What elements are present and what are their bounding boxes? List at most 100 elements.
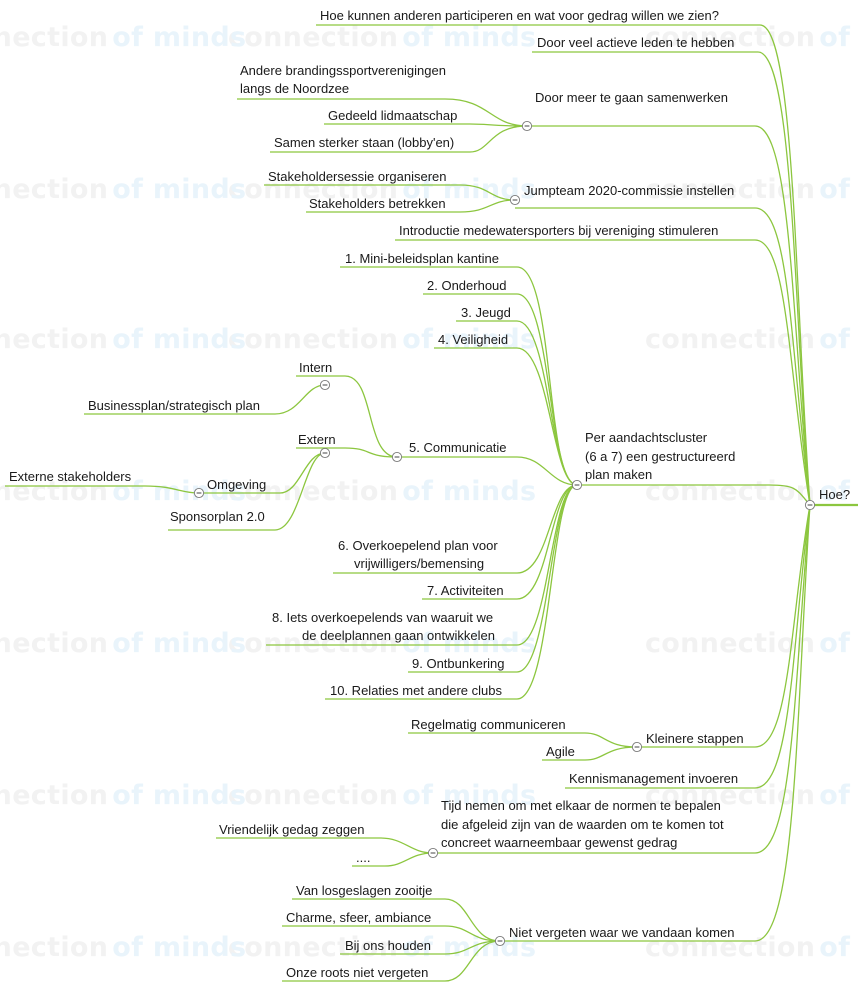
collapse-minus-icon[interactable] bbox=[509, 194, 521, 206]
node-norms-line1[interactable]: Tijd nemen om met elkaar de normen te be… bbox=[441, 798, 721, 813]
node-stakeholder-session[interactable]: Stakeholdersessie organiseren bbox=[268, 169, 447, 184]
node-stronger-together[interactable]: Samen sterker staan (lobby'en) bbox=[274, 135, 454, 150]
collapse-toggles bbox=[193, 120, 816, 947]
node-knowledge-mgmt[interactable]: Kennismanagement invoeren bbox=[569, 771, 738, 786]
node-stakeholders-involve[interactable]: Stakeholders betrekken bbox=[309, 196, 446, 211]
node-c7[interactable]: 7. Activiteiten bbox=[427, 583, 504, 598]
root-node[interactable]: Hoe? bbox=[819, 487, 850, 502]
node-jumpteam[interactable]: Jumpteam 2020-commissie instellen bbox=[524, 183, 734, 198]
node-collaborate[interactable]: Door meer te gaan samenwerken bbox=[535, 90, 728, 105]
branch-keep bbox=[340, 940, 501, 955]
node-branding-line2[interactable]: langs de Noordzee bbox=[240, 81, 349, 96]
node-c6-line2[interactable]: vrijwilligers/bemensing bbox=[354, 556, 484, 571]
node-charm[interactable]: Charme, sfeer, ambiance bbox=[286, 910, 431, 925]
branch-shared-membership bbox=[324, 123, 528, 127]
branch-intro bbox=[395, 239, 811, 506]
branch-extern bbox=[296, 447, 398, 458]
branch-sponsorplan bbox=[168, 452, 326, 531]
node-ellipsis[interactable]: .... bbox=[356, 850, 370, 865]
branch-roots bbox=[282, 940, 501, 982]
branch-jumpteam bbox=[515, 207, 811, 506]
node-businessplan[interactable]: Businessplan/strategisch plan bbox=[88, 398, 260, 413]
node-branding-line1[interactable]: Andere brandingssportverenigingen bbox=[240, 63, 446, 78]
node-c6-line1[interactable]: 6. Overkoepelend plan voor bbox=[338, 538, 498, 553]
node-extern[interactable]: Extern bbox=[298, 432, 336, 447]
node-c2[interactable]: 2. Onderhoud bbox=[427, 278, 507, 293]
branch-lines bbox=[5, 24, 858, 982]
node-labels: Hoe? Hoe kunnen anderen participeren en … bbox=[9, 8, 850, 980]
collapse-minus-icon[interactable] bbox=[494, 935, 506, 947]
branch-cluster bbox=[577, 484, 811, 506]
collapse-minus-icon[interactable] bbox=[631, 741, 643, 753]
node-c8-line1[interactable]: 8. Iets overkoepelends van waaruit we bbox=[272, 610, 493, 625]
node-communicate-regularly[interactable]: Regelmatig communiceren bbox=[411, 717, 566, 732]
node-roots[interactable]: Onze roots niet vergeten bbox=[286, 965, 428, 980]
node-loose-mess[interactable]: Van losgeslagen zooitje bbox=[296, 883, 432, 898]
branch-c5 bbox=[397, 456, 578, 486]
node-sponsorplan[interactable]: Sponsorplan 2.0 bbox=[170, 509, 265, 524]
branch-stakeholder-session bbox=[264, 184, 516, 201]
branch-participate bbox=[316, 24, 811, 506]
branch-intern bbox=[296, 375, 398, 458]
branch-branding bbox=[237, 98, 528, 127]
node-c5[interactable]: 5. Communicatie bbox=[409, 440, 507, 455]
branch-stronger bbox=[270, 125, 528, 153]
node-externe-stakeholders[interactable]: Externe stakeholders bbox=[9, 469, 132, 484]
node-intro-watersporters[interactable]: Introductie medewatersporters bij vereni… bbox=[399, 223, 718, 238]
node-omgeving[interactable]: Omgeving bbox=[207, 477, 266, 492]
branch-agile bbox=[542, 746, 638, 761]
node-c1[interactable]: 1. Mini-beleidsplan kantine bbox=[345, 251, 499, 266]
node-cluster-line3[interactable]: plan maken bbox=[585, 467, 652, 482]
node-norms-line2[interactable]: die afgeleid zijn van de waarden om te k… bbox=[441, 817, 724, 832]
node-friendly-hello[interactable]: Vriendelijk gedag zeggen bbox=[219, 822, 365, 837]
collapse-minus-icon[interactable] bbox=[193, 487, 205, 499]
node-participate[interactable]: Hoe kunnen anderen participeren en wat v… bbox=[320, 8, 719, 23]
node-agile[interactable]: Agile bbox=[546, 744, 575, 759]
branch-communicate-regularly bbox=[408, 732, 638, 748]
collapse-minus-icon[interactable] bbox=[319, 379, 331, 391]
node-c4[interactable]: 4. Veiligheid bbox=[438, 332, 508, 347]
node-norms-line3[interactable]: concreet waarneembaar gewenst gedrag bbox=[441, 835, 677, 850]
node-cluster-line1[interactable]: Per aandachtscluster bbox=[585, 430, 708, 445]
collapse-minus-icon[interactable] bbox=[571, 479, 583, 491]
node-intern[interactable]: Intern bbox=[299, 360, 332, 375]
node-active-members[interactable]: Door veel actieve leden te hebben bbox=[537, 35, 734, 50]
collapse-minus-icon[interactable] bbox=[427, 847, 439, 859]
branch-charm bbox=[282, 925, 501, 942]
branch-active-members bbox=[532, 51, 811, 506]
node-keep-with-us[interactable]: Bij ons houden bbox=[345, 938, 431, 953]
collapse-minus-icon[interactable] bbox=[521, 120, 533, 132]
node-c10[interactable]: 10. Relaties met andere clubs bbox=[330, 683, 502, 698]
node-small-steps[interactable]: Kleinere stappen bbox=[646, 731, 744, 746]
branch-c8 bbox=[266, 484, 578, 646]
branch-c7 bbox=[422, 484, 578, 600]
collapse-minus-icon[interactable] bbox=[391, 451, 403, 463]
collapse-minus-icon[interactable] bbox=[804, 499, 816, 511]
node-c3[interactable]: 3. Jeugd bbox=[461, 305, 511, 320]
node-c8-line2[interactable]: de deelplannen gaan ontwikkelen bbox=[302, 628, 495, 643]
node-dont-forget[interactable]: Niet vergeten waar we vandaan komen bbox=[509, 925, 734, 940]
node-c9[interactable]: 9. Ontbunkering bbox=[412, 656, 505, 671]
collapse-minus-icon[interactable] bbox=[319, 447, 331, 459]
node-cluster-line2[interactable]: (6 a 7) een gestructureerd bbox=[585, 449, 735, 464]
node-shared-membership[interactable]: Gedeeld lidmaatschap bbox=[328, 108, 457, 123]
